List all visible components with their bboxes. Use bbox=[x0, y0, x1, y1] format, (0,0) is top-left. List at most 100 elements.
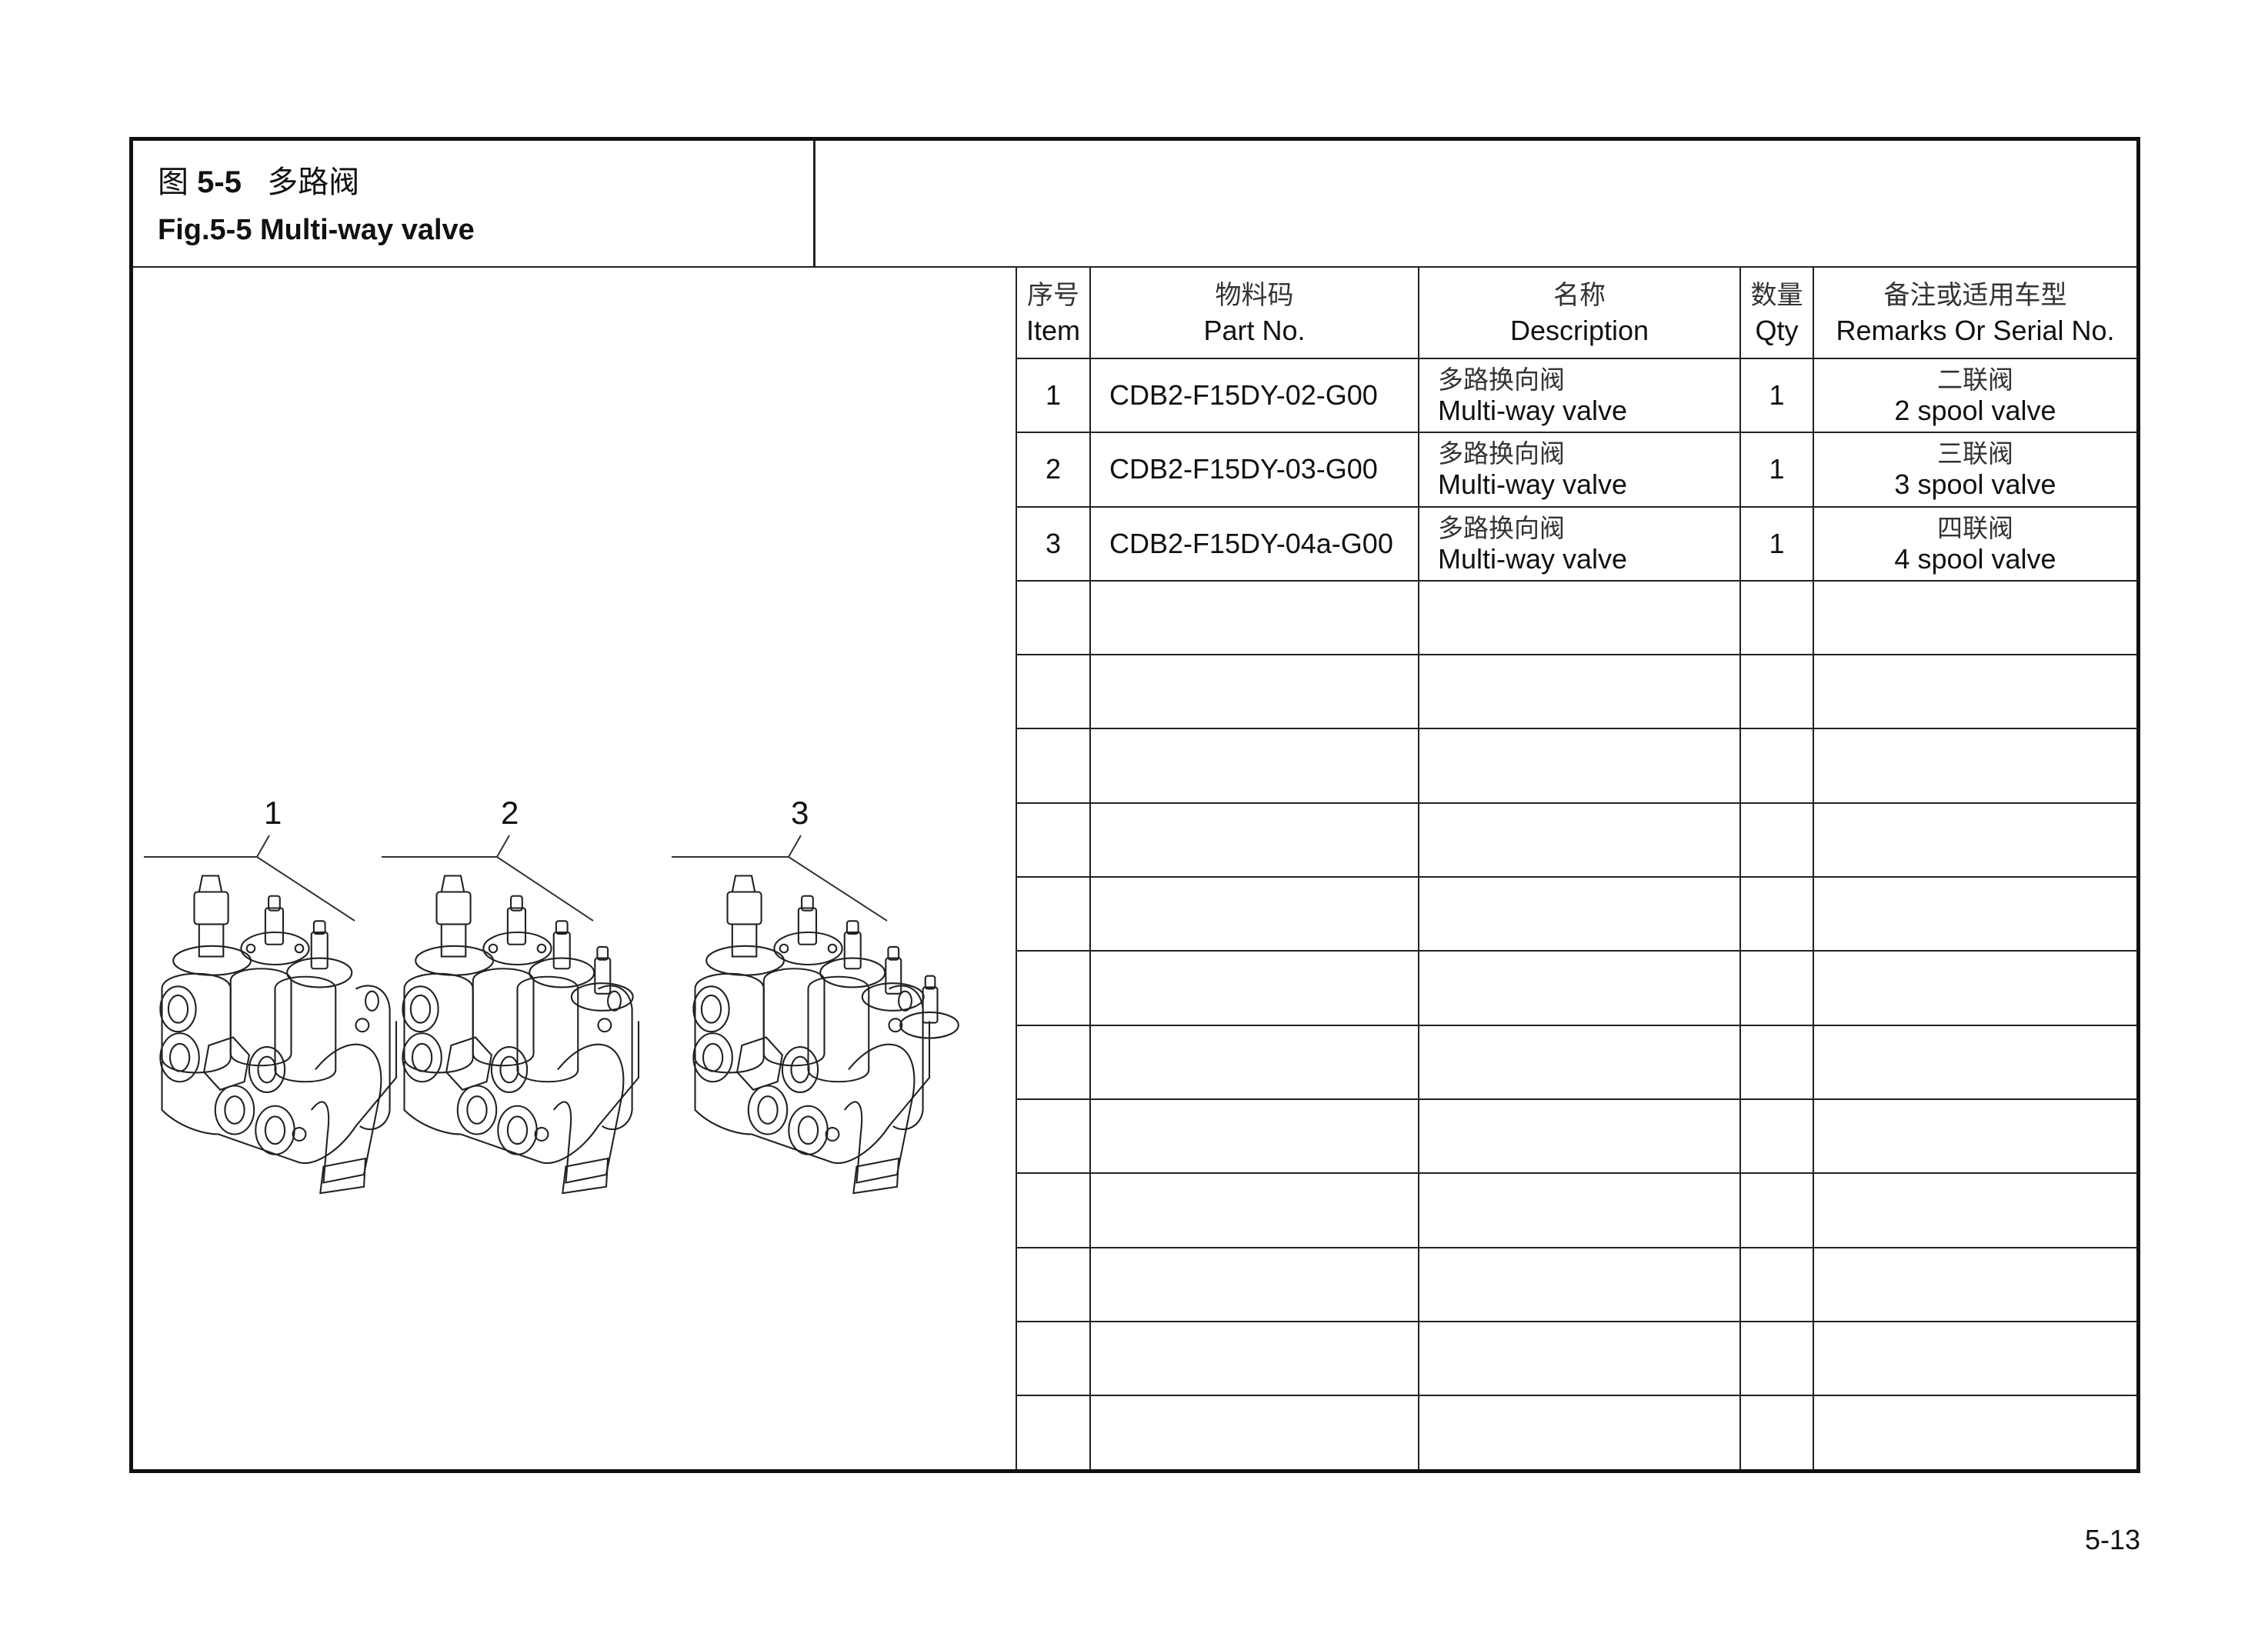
empty-cell bbox=[1739, 1024, 1814, 1100]
item-number: 3 bbox=[1016, 505, 1091, 582]
empty-cell bbox=[1813, 1172, 2136, 1248]
header-en: Description bbox=[1509, 314, 1649, 346]
empty-cell bbox=[1016, 654, 1091, 730]
empty-table-row bbox=[1016, 579, 2136, 656]
empty-cell bbox=[1813, 728, 2136, 804]
empty-cell bbox=[1813, 654, 2136, 730]
figure-number: 5-5 bbox=[197, 165, 242, 199]
description-en: Multi-way valve bbox=[1438, 395, 1628, 427]
empty-cell bbox=[1418, 876, 1741, 952]
empty-table-row bbox=[1016, 950, 2136, 1026]
header-cn: 名称 bbox=[1553, 279, 1606, 311]
empty-cell bbox=[1089, 876, 1419, 952]
figure-title-cn: 图 5-5 多路阀 bbox=[158, 164, 359, 201]
empty-cell bbox=[1418, 1098, 1741, 1175]
empty-table-row bbox=[1016, 654, 2136, 730]
item-number: 1 bbox=[1016, 357, 1091, 434]
empty-cell bbox=[1016, 876, 1091, 952]
callout-1: 1 bbox=[264, 795, 282, 831]
empty-table-row bbox=[1016, 1320, 2136, 1397]
empty-cell bbox=[1739, 1320, 1814, 1397]
description-en: Multi-way valve bbox=[1438, 542, 1628, 575]
empty-cell bbox=[1813, 1098, 2136, 1175]
empty-cell bbox=[1739, 1172, 1814, 1248]
empty-cell bbox=[1089, 579, 1419, 656]
empty-table-row bbox=[1016, 1024, 2136, 1100]
empty-cell bbox=[1418, 1024, 1741, 1100]
empty-cell bbox=[1813, 876, 2136, 952]
empty-cell bbox=[1739, 876, 1814, 952]
empty-cell bbox=[1089, 1024, 1419, 1100]
valve-drawing-1 bbox=[159, 875, 398, 1195]
valve-drawing-2 bbox=[402, 875, 640, 1195]
empty-cell bbox=[1016, 728, 1091, 804]
empty-cell bbox=[1089, 1172, 1419, 1248]
remarks-cn: 三联阀 bbox=[1937, 438, 2013, 469]
empty-cell bbox=[1418, 802, 1741, 878]
remarks-en: 2 spool valve bbox=[1894, 395, 2056, 427]
empty-cell bbox=[1016, 1320, 1091, 1397]
header-en: Qty bbox=[1755, 314, 1799, 346]
empty-cell bbox=[1739, 802, 1814, 878]
figure-title-en: Fig.5-5 Multi-way valve bbox=[158, 214, 475, 246]
empty-cell bbox=[1418, 1320, 1741, 1397]
empty-cell bbox=[1016, 1172, 1091, 1248]
empty-table-row bbox=[1016, 1098, 2136, 1175]
remarks-en: 3 spool valve bbox=[1894, 468, 2056, 501]
header-cn: 数量 bbox=[1750, 279, 1803, 311]
figure-name-cn: 多路阀 bbox=[241, 165, 360, 199]
empty-cell bbox=[1813, 579, 2136, 656]
header-cn: 序号 bbox=[1027, 279, 1079, 311]
empty-table-row bbox=[1016, 1246, 2136, 1322]
multi-way-valve-illustration bbox=[144, 835, 959, 1195]
empty-cell bbox=[1739, 950, 1814, 1026]
part-number: CDB2-F15DY-04a-G00 bbox=[1089, 505, 1419, 582]
empty-cell bbox=[1813, 802, 2136, 878]
page-number: 5-13 bbox=[2084, 1524, 2140, 1555]
empty-cell bbox=[1813, 1320, 2136, 1397]
empty-cell bbox=[1016, 1395, 1091, 1470]
empty-cell bbox=[1089, 802, 1419, 878]
description-cn: 多路换向阀 bbox=[1438, 438, 1565, 469]
description-en: Multi-way valve bbox=[1438, 468, 1628, 501]
empty-cell bbox=[1813, 1395, 2136, 1470]
empty-cell bbox=[1813, 950, 2136, 1026]
remarks-cn: 二联阀 bbox=[1937, 365, 2013, 395]
header-blank-area bbox=[815, 141, 2136, 266]
leader-lines bbox=[144, 835, 888, 922]
empty-cell bbox=[1089, 1246, 1419, 1322]
description-cn: 多路换向阀 bbox=[1438, 512, 1565, 543]
empty-cell bbox=[1089, 1320, 1419, 1397]
empty-cell bbox=[1813, 1246, 2136, 1322]
empty-cell bbox=[1089, 950, 1419, 1026]
empty-cell bbox=[1089, 654, 1419, 730]
empty-cell bbox=[1739, 654, 1814, 730]
empty-cell bbox=[1016, 1246, 1091, 1322]
part-number: CDB2-F15DY-03-G00 bbox=[1089, 432, 1419, 508]
empty-cell bbox=[1089, 728, 1419, 804]
valve-drawing-3 bbox=[692, 875, 959, 1195]
header-cn: 备注或适用车型 bbox=[1883, 279, 2067, 311]
empty-cell bbox=[1418, 728, 1741, 804]
empty-cell bbox=[1418, 1172, 1741, 1248]
empty-table-row bbox=[1016, 802, 2136, 878]
empty-cell bbox=[1739, 579, 1814, 656]
quantity: 1 bbox=[1739, 505, 1814, 582]
item-number: 2 bbox=[1016, 432, 1091, 508]
quantity: 1 bbox=[1739, 432, 1814, 508]
empty-cell bbox=[1016, 1024, 1091, 1100]
empty-table-row bbox=[1016, 1172, 2136, 1248]
quantity: 1 bbox=[1739, 357, 1814, 434]
remarks-en: 4 spool valve bbox=[1894, 542, 2056, 575]
